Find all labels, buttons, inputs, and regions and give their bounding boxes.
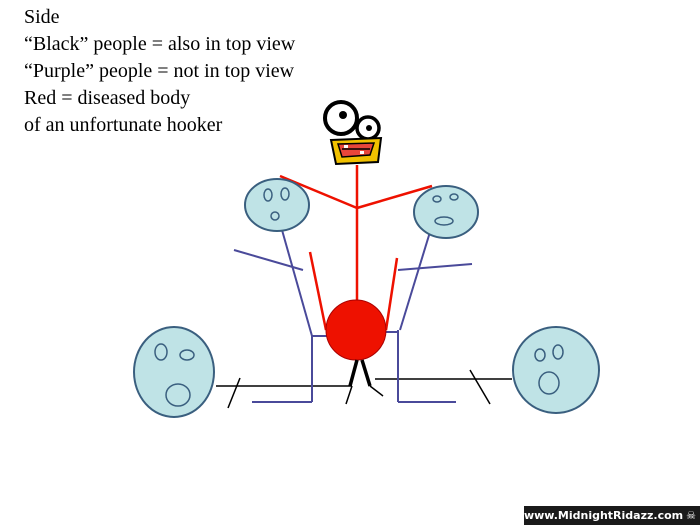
legend-line-side: Side xyxy=(24,6,60,28)
legend: Side “Black” people = also in top view “… xyxy=(24,4,295,139)
skull-icon: ☠ xyxy=(686,509,696,522)
red-body xyxy=(279,165,433,331)
bird-head-icon xyxy=(323,100,383,166)
black-legs xyxy=(348,359,372,387)
black-person-right xyxy=(345,369,512,405)
legend-line-purple: “Purple” people = not in top view xyxy=(24,60,295,82)
face-top-left xyxy=(244,178,310,232)
face-bottom-right xyxy=(512,326,600,414)
legend-line-red: Red = diseased body xyxy=(24,87,191,109)
black-person-left xyxy=(216,377,352,409)
purple-person-left xyxy=(233,229,330,403)
purple-person-right xyxy=(384,231,473,403)
legend-line-red-cont: of an unfortunate hooker xyxy=(24,114,223,136)
legend-line-black: “Black” people = also in top view xyxy=(24,33,296,55)
face-bottom-left xyxy=(133,326,215,418)
red-head-ball xyxy=(325,299,387,361)
face-top-right xyxy=(413,185,479,239)
watermark-text: www.MidnightRidazz.com xyxy=(523,509,684,522)
watermark[interactable]: www.MidnightRidazz.com ☠ xyxy=(524,506,700,525)
